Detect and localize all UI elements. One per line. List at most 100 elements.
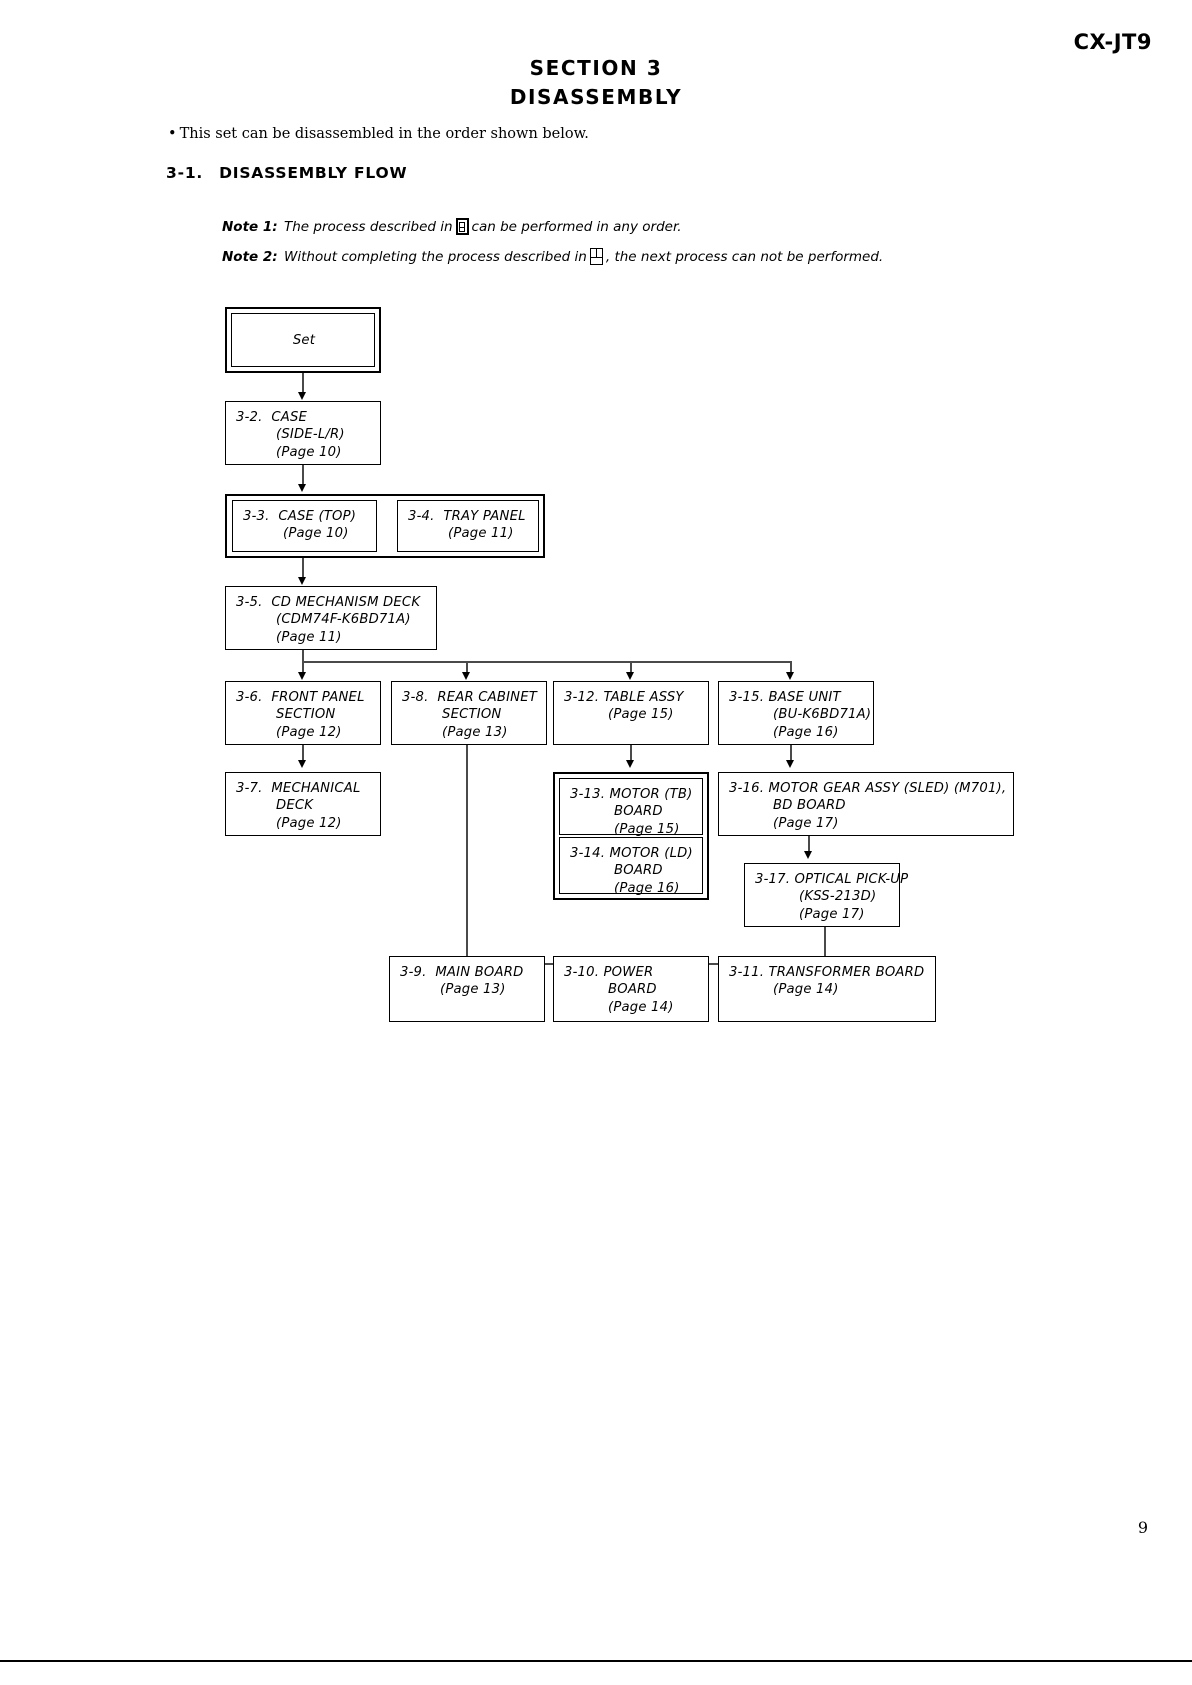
node-3-13-line2: BOARD bbox=[614, 804, 663, 820]
flow-node-3-4: 3-4. TRAY PANEL (Page 11) bbox=[397, 500, 539, 552]
set-label: Set bbox=[292, 332, 316, 348]
any-order-icon bbox=[455, 218, 469, 235]
note-1-label: Note 1: bbox=[222, 218, 278, 235]
page-title: SECTION 3 DISASSEMBLY bbox=[0, 54, 1192, 112]
connector-set-to-32 bbox=[302, 373, 304, 395]
node-3-17-line2: (KSS-213D) bbox=[799, 889, 877, 905]
flow-node-3-6: 3-6. FRONT PANEL SECTION (Page 12) bbox=[225, 681, 381, 745]
arrowhead-315-to-316 bbox=[786, 760, 794, 768]
connector-36-to-37 bbox=[302, 745, 304, 763]
node-3-16-line2: BD BOARD bbox=[773, 798, 846, 814]
subsection-heading: 3-1. DISASSEMBLY FLOW bbox=[166, 164, 407, 182]
flow-node-3-12: 3-12. TABLE ASSY (Page 15) bbox=[553, 681, 709, 745]
flow-node-3-3: 3-3. CASE (TOP) (Page 10) bbox=[232, 500, 377, 552]
model-number: CX-JT9 bbox=[1073, 30, 1152, 54]
node-3-10-line1: 3-10. POWER bbox=[564, 965, 654, 980]
node-3-5-line1: 3-5. CD MECHANISM DECK bbox=[236, 595, 421, 610]
flow-node-3-5: 3-5. CD MECHANISM DECK (CDM74F-K6BD71A) … bbox=[225, 586, 437, 650]
node-3-6-line2: SECTION bbox=[276, 707, 336, 723]
node-3-2-line2: (SIDE-L/R) bbox=[276, 427, 345, 443]
note-2: Note 2: Without completing the process d… bbox=[222, 248, 883, 265]
node-3-6-line3: (Page 12) bbox=[276, 724, 342, 740]
connector-316-to-317 bbox=[808, 836, 810, 854]
arrowhead-set-to-32 bbox=[298, 392, 306, 400]
node-3-7-line1: 3-7. MECHANICAL bbox=[236, 781, 361, 796]
node-3-13-line1: 3-13. MOTOR (TB) bbox=[570, 787, 693, 802]
flow-node-3-8: 3-8. REAR CABINET SECTION (Page 13) bbox=[391, 681, 547, 745]
flow-node-3-11: 3-11. TRANSFORMER BOARD (Page 14) bbox=[718, 956, 936, 1022]
node-3-8-line3: (Page 13) bbox=[442, 724, 508, 740]
flow-node-3-17: 3-17. OPTICAL PICK-UP (KSS-213D) (Page 1… bbox=[744, 863, 909, 927]
flow-node-3-14: 3-14. MOTOR (LD) BOARD (Page 16) bbox=[559, 837, 703, 896]
connector-bus-to-38 bbox=[466, 661, 468, 675]
arrowhead-316-to-317 bbox=[804, 851, 812, 859]
bullet-icon: • bbox=[168, 126, 177, 142]
node-3-9-line1: 3-9. MAIN BOARD bbox=[400, 965, 524, 980]
connector-bus-to-312 bbox=[630, 661, 632, 675]
node-3-2-line3: (Page 10) bbox=[276, 444, 342, 460]
node-3-15-line3: (Page 16) bbox=[773, 724, 839, 740]
arrowhead-36-to-37 bbox=[298, 760, 306, 768]
note-1-text-after: can be performed in any order. bbox=[471, 218, 682, 235]
subsection-number: 3-1. bbox=[166, 164, 204, 182]
node-3-15-line2: (BU-K6BD71A) bbox=[773, 707, 872, 723]
note-2-label: Note 2: bbox=[222, 248, 278, 265]
arrowhead-bus-to-36 bbox=[298, 672, 306, 680]
arrowhead-312-to-313 bbox=[626, 760, 634, 768]
footer-divider bbox=[0, 1660, 1192, 1662]
node-3-5-line2: (CDM74F-K6BD71A) bbox=[276, 612, 411, 628]
connector-38-drop bbox=[466, 745, 468, 964]
flow-node-3-10: 3-10. POWER BOARD (Page 14) bbox=[553, 956, 709, 1022]
flow-node-3-13: 3-13. MOTOR (TB) BOARD (Page 15) bbox=[559, 778, 703, 837]
flow-node-3-2: 3-2. CASE (SIDE-L/R) (Page 10) bbox=[225, 401, 381, 465]
node-3-14-line2: BOARD bbox=[614, 863, 663, 879]
node-3-7-line3: (Page 12) bbox=[276, 815, 342, 831]
node-3-11-line1: 3-11. TRANSFORMER BOARD bbox=[729, 965, 925, 980]
node-3-11-line2: (Page 14) bbox=[773, 982, 839, 998]
flow-node-set: Set bbox=[231, 313, 375, 367]
flow-node-3-15: 3-15. BASE UNIT (BU-K6BD71A) (Page 16) bbox=[718, 681, 874, 745]
section-title-line1: SECTION 3 bbox=[529, 56, 663, 80]
sequential-icon bbox=[589, 248, 603, 265]
flow-node-3-9: 3-9. MAIN BOARD (Page 13) bbox=[389, 956, 545, 1022]
connector-bus-to-315 bbox=[790, 661, 792, 675]
node-3-10-line3: (Page 14) bbox=[608, 999, 674, 1015]
node-3-2-line1: 3-2. CASE bbox=[236, 410, 308, 425]
arrowhead-bus-to-312 bbox=[626, 672, 634, 680]
arrowhead-33-to-35 bbox=[298, 577, 306, 585]
node-3-17-line1: 3-17. OPTICAL PICK-UP bbox=[755, 872, 909, 887]
note-2-text-before: Without completing the process described… bbox=[284, 248, 587, 265]
connector-35-bus bbox=[302, 661, 791, 663]
node-3-7-line2: DECK bbox=[276, 798, 314, 814]
connector-33-to-35 bbox=[302, 558, 304, 580]
node-3-9-line2: (Page 13) bbox=[440, 982, 506, 998]
node-3-10-line2: BOARD bbox=[608, 982, 657, 998]
connector-bus-to-36 bbox=[302, 661, 304, 675]
node-3-4-line1: 3-4. TRAY PANEL bbox=[408, 509, 526, 524]
note-2-text-after: , the next process can not be performed. bbox=[605, 248, 884, 265]
arrowhead-bus-to-315 bbox=[786, 672, 794, 680]
connector-315-to-316 bbox=[790, 745, 792, 763]
connector-317-drop bbox=[824, 927, 826, 964]
node-3-14-line1: 3-14. MOTOR (LD) bbox=[570, 846, 693, 861]
node-3-12-line2: (Page 15) bbox=[608, 707, 674, 723]
note-1-text-before: The process described in bbox=[284, 218, 453, 235]
subsection-title: DISASSEMBLY FLOW bbox=[219, 164, 408, 182]
node-3-12-line1: 3-12. TABLE ASSY bbox=[564, 690, 684, 705]
connector-35-drop bbox=[302, 650, 304, 662]
intro-text: •This set can be disassembled in the ord… bbox=[168, 126, 589, 142]
connector-312-to-313 bbox=[630, 745, 632, 763]
page-number: 9 bbox=[1137, 1518, 1148, 1537]
arrowhead-bus-to-38 bbox=[462, 672, 470, 680]
node-3-16-line1: 3-16. MOTOR GEAR ASSY (SLED) (M701), bbox=[729, 781, 1007, 796]
node-3-15-line1: 3-15. BASE UNIT bbox=[729, 690, 841, 705]
node-3-17-line3: (Page 17) bbox=[799, 906, 865, 922]
node-3-8-line2: SECTION bbox=[442, 707, 502, 723]
node-3-3-line1: 3-3. CASE (TOP) bbox=[243, 509, 357, 524]
note-1: Note 1: The process described in can be … bbox=[222, 218, 682, 235]
node-3-13-line3: (Page 15) bbox=[614, 821, 680, 837]
node-3-6-line1: 3-6. FRONT PANEL bbox=[236, 690, 365, 705]
node-3-5-line3: (Page 11) bbox=[276, 629, 342, 645]
